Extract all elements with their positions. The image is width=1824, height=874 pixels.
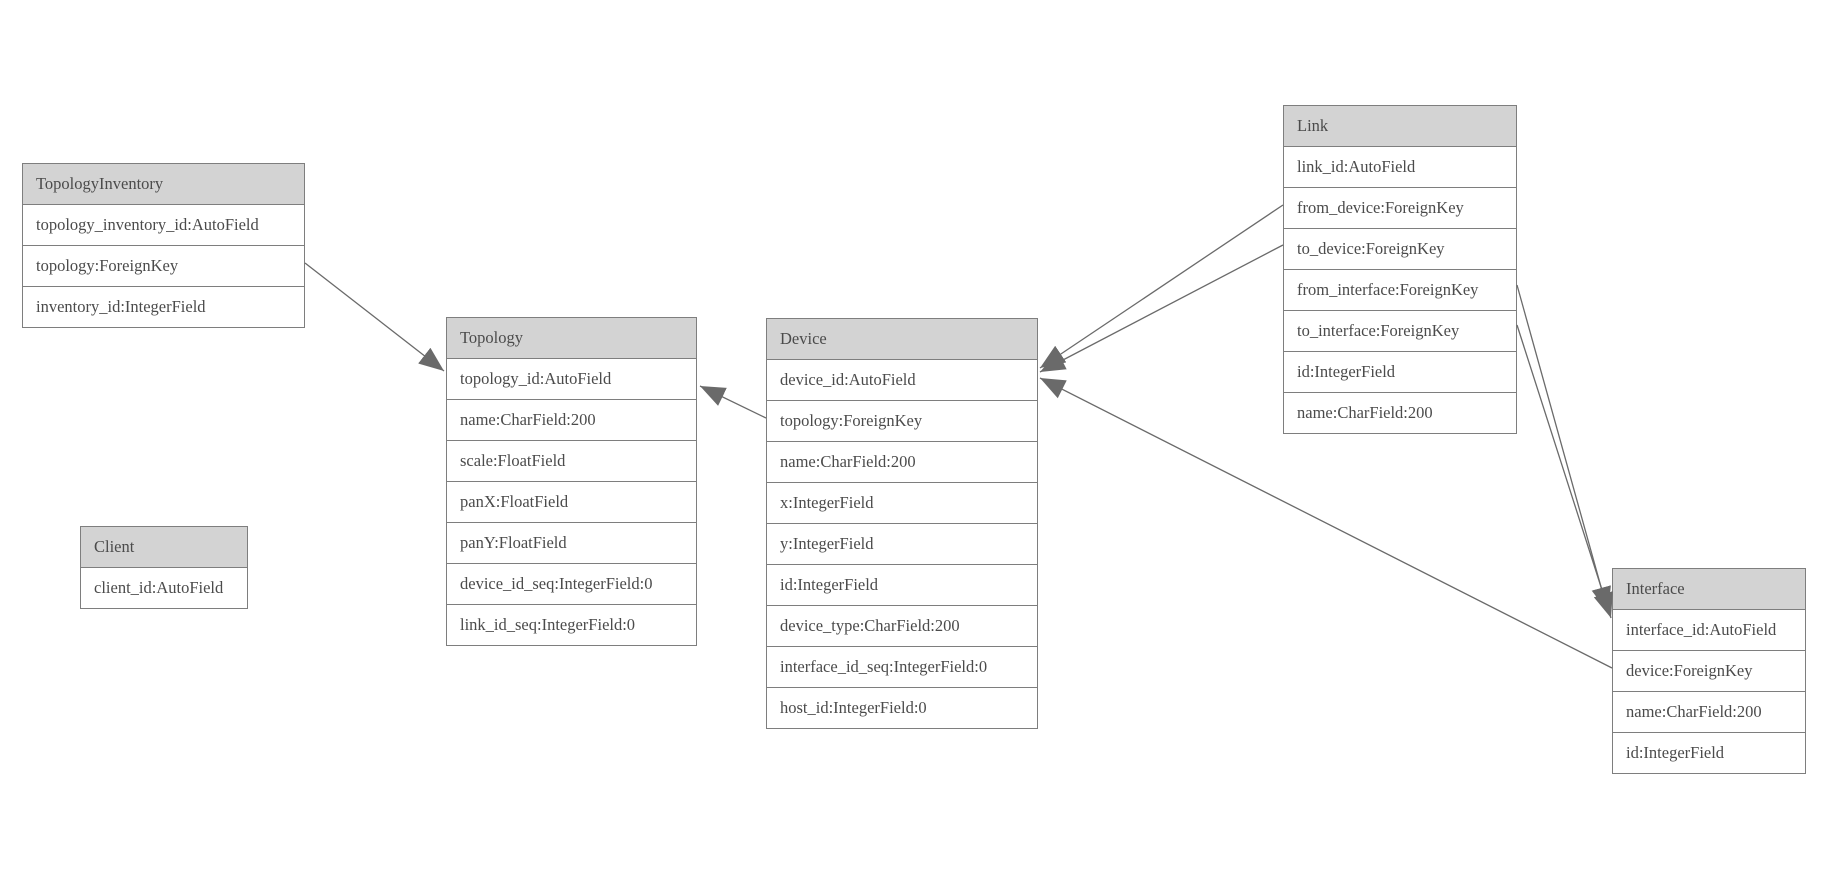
relation-device-topology [699, 385, 767, 419]
entity-header-interface: Interface [1613, 569, 1805, 609]
entity-topology: Topology topology_id:AutoField name:Char… [446, 317, 697, 646]
table-row: device_id:AutoField [767, 359, 1037, 400]
table-row: device:ForeignKey [1613, 650, 1805, 691]
table-row: x:IntegerField [767, 482, 1037, 523]
entity-header-device: Device [767, 319, 1037, 359]
table-row: link_id:AutoField [1284, 146, 1516, 187]
table-row: interface_id:AutoField [1613, 609, 1805, 650]
table-row: device_id_seq:IntegerField:0 [447, 563, 696, 604]
relation-link-todevice-device [1039, 244, 1284, 373]
table-row: id:IntegerField [1284, 351, 1516, 392]
entity-client: Client client_id:AutoField [80, 526, 248, 609]
entity-header-topology-inventory: TopologyInventory [23, 164, 304, 204]
table-row: scale:FloatField [447, 440, 696, 481]
table-row: id:IntegerField [1613, 732, 1805, 773]
table-row: id:IntegerField [767, 564, 1037, 605]
entity-header-link: Link [1284, 106, 1516, 146]
table-row: topology_id:AutoField [447, 358, 696, 399]
table-row: topology:ForeignKey [23, 245, 304, 286]
table-row: name:CharField:200 [767, 441, 1037, 482]
table-row: device_type:CharField:200 [767, 605, 1037, 646]
relation-topologyinventory-topology [304, 262, 445, 372]
entity-device: Device device_id:AutoField topology:Fore… [766, 318, 1038, 729]
table-row: panY:FloatField [447, 522, 696, 563]
table-row: to_interface:ForeignKey [1284, 310, 1516, 351]
entity-link: Link link_id:AutoField from_device:Forei… [1283, 105, 1517, 434]
entity-header-client: Client [81, 527, 247, 567]
entity-interface: Interface interface_id:AutoField device:… [1612, 568, 1806, 774]
table-row: name:CharField:200 [447, 399, 696, 440]
table-row: topology_inventory_id:AutoField [23, 204, 304, 245]
table-row: from_interface:ForeignKey [1284, 269, 1516, 310]
table-row: link_id_seq:IntegerField:0 [447, 604, 696, 645]
table-row: interface_id_seq:IntegerField:0 [767, 646, 1037, 687]
table-row: host_id:IntegerField:0 [767, 687, 1037, 728]
table-row: y:IntegerField [767, 523, 1037, 564]
relation-link-tointerface-interface [1516, 324, 1613, 619]
table-row: panX:FloatField [447, 481, 696, 522]
relation-link-frominterface-interface [1516, 284, 1611, 613]
relation-link-fromdevice-device [1039, 204, 1284, 369]
table-row: from_device:ForeignKey [1284, 187, 1516, 228]
table-row: name:CharField:200 [1284, 392, 1516, 433]
table-row: to_device:ForeignKey [1284, 228, 1516, 269]
table-row: topology:ForeignKey [767, 400, 1037, 441]
entity-topology-inventory: TopologyInventory topology_inventory_id:… [22, 163, 305, 328]
table-row: name:CharField:200 [1613, 691, 1805, 732]
table-row: inventory_id:IntegerField [23, 286, 304, 327]
entity-header-topology: Topology [447, 318, 696, 358]
table-row: client_id:AutoField [81, 567, 247, 608]
